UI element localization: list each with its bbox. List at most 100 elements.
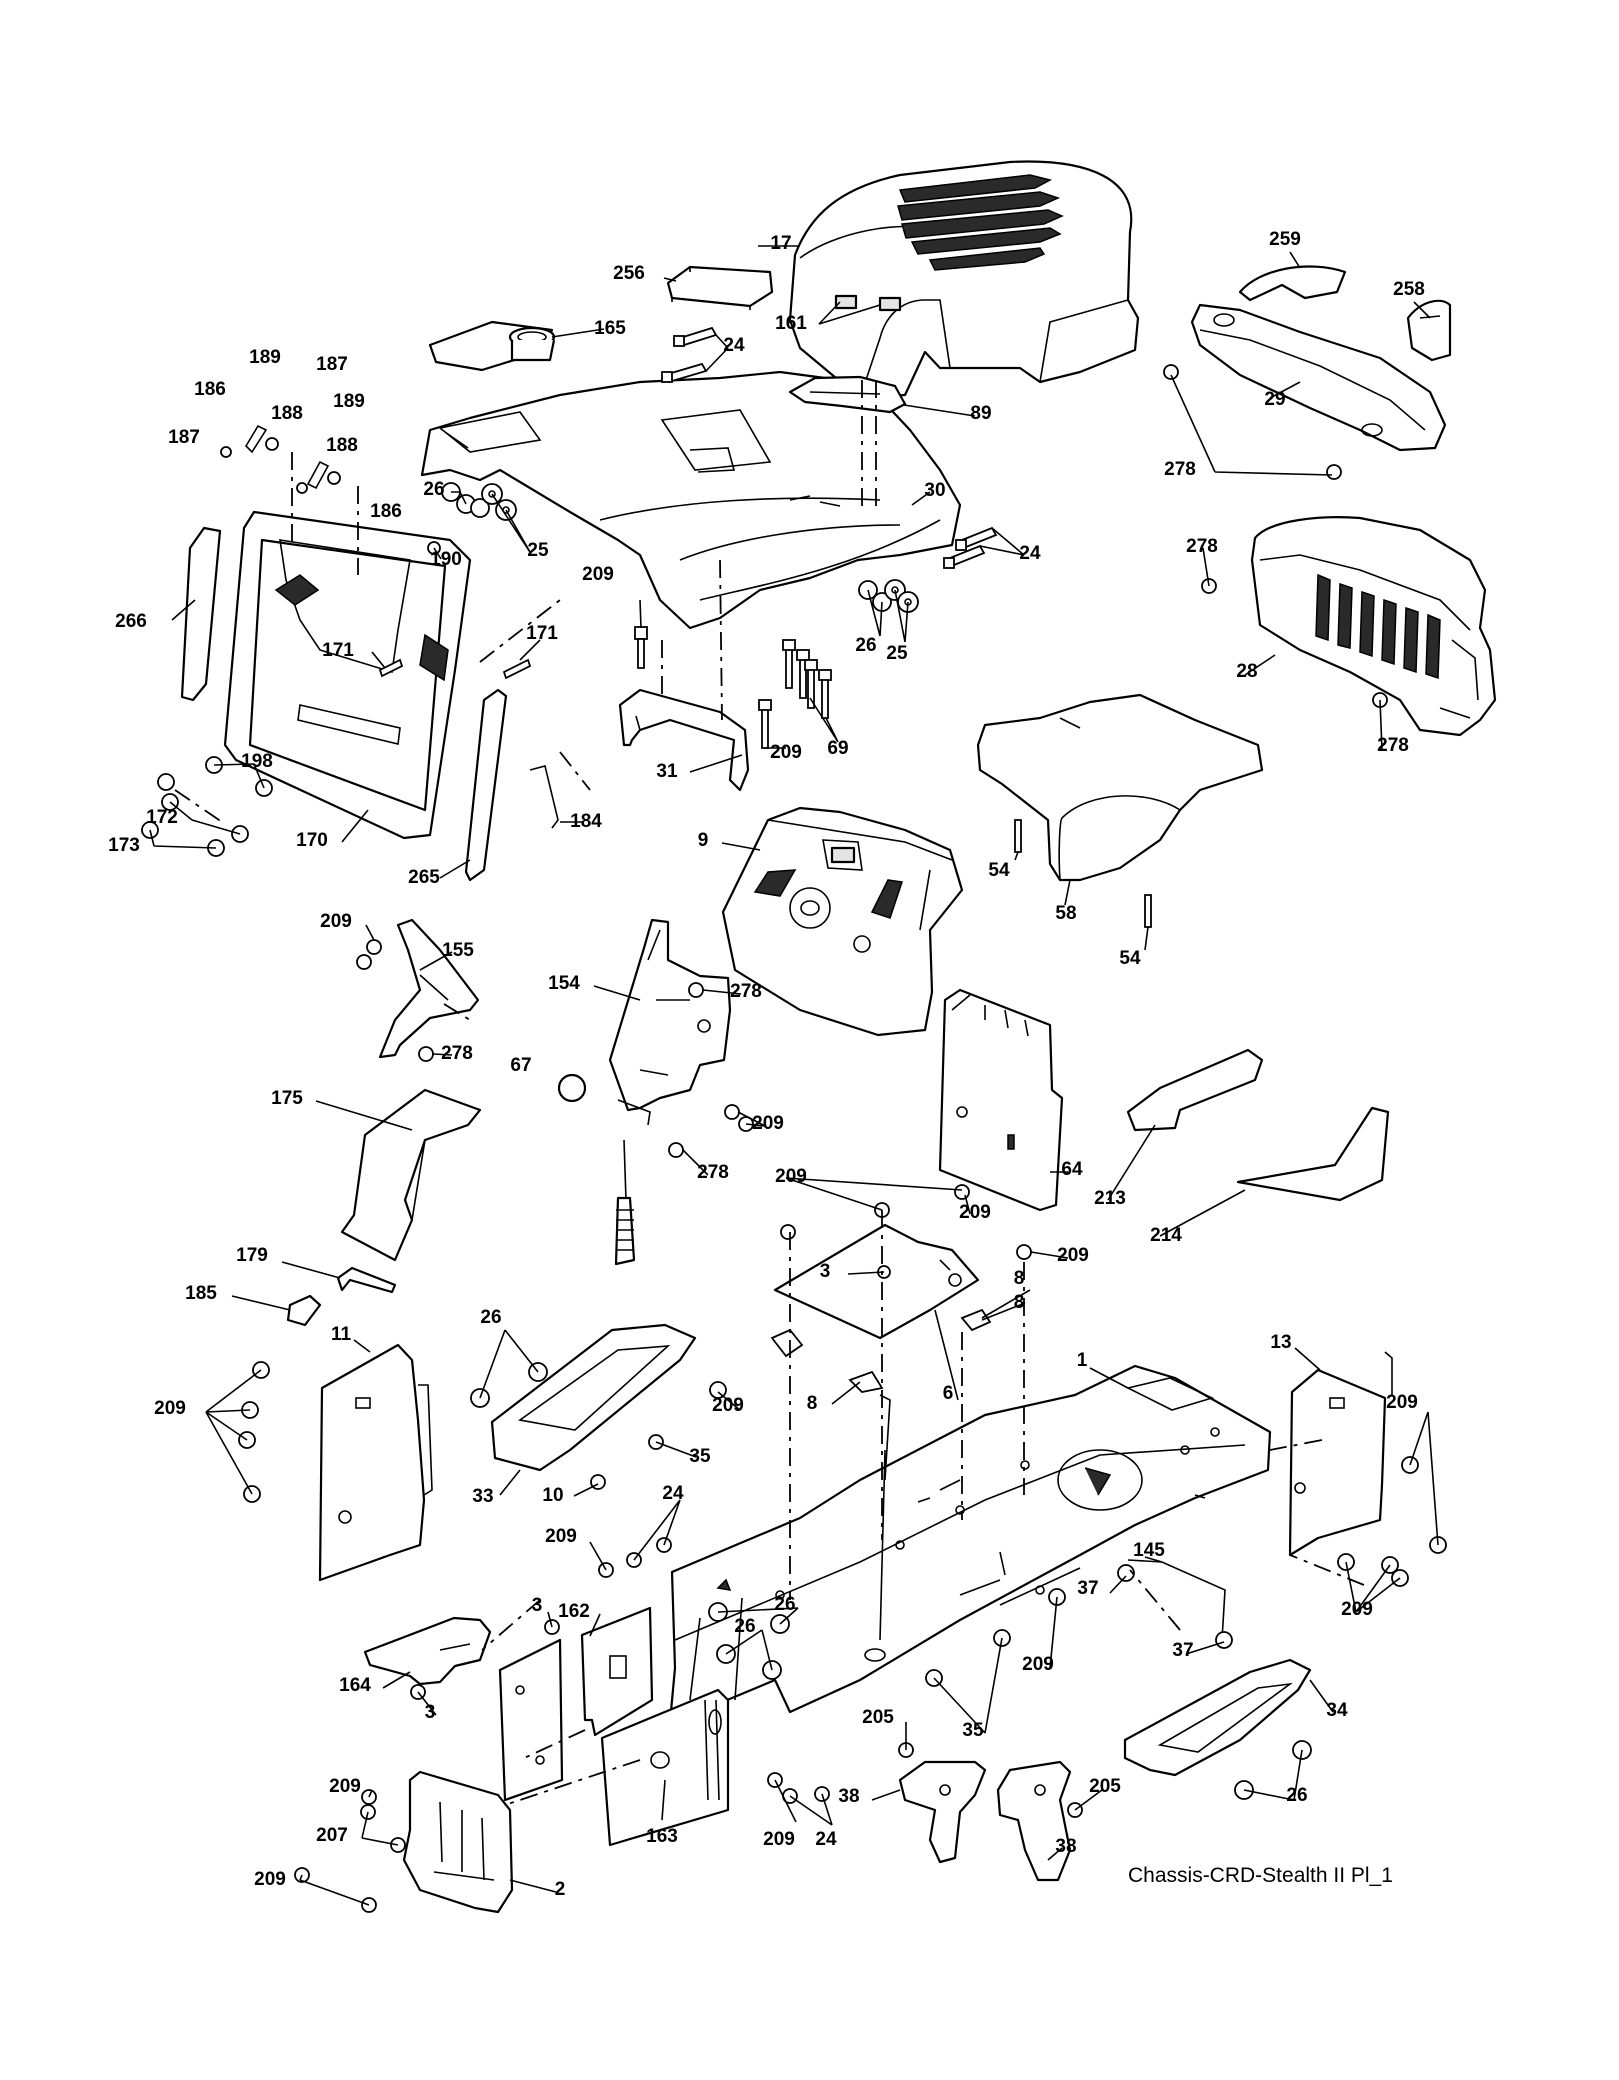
part-callout-c184: 184 — [570, 811, 602, 832]
part-callout-c278b: 278 — [1186, 536, 1218, 557]
part-callout-c189a: 189 — [249, 347, 281, 368]
plate-part-11 — [318, 1343, 433, 1582]
trim-part-259 — [1238, 265, 1347, 302]
part-callout-c209c: 209 — [320, 911, 352, 932]
part-callout-c278e: 278 — [441, 1043, 473, 1064]
part-callout-c209i: 209 — [1386, 1392, 1418, 1413]
part-callout-c29: 29 — [1264, 389, 1285, 410]
part-callout-c189b: 189 — [333, 391, 365, 412]
part-callout-c35a: 35 — [689, 1446, 711, 1467]
trim-part-258 — [1406, 299, 1452, 362]
part-callout-c26e: 26 — [734, 1616, 755, 1637]
cover-part-256 — [666, 265, 774, 310]
part-callout-c171a: 171 — [322, 640, 354, 661]
part-callout-c187a: 187 — [316, 354, 348, 375]
hood-vents — [897, 174, 1064, 271]
fender-part-30 — [420, 370, 962, 630]
part-callout-c26b: 26 — [855, 635, 876, 656]
part-callout-c24d: 24 — [815, 1829, 837, 1850]
plate-part-163 — [600, 1688, 730, 1847]
part-callout-c154: 154 — [548, 973, 580, 994]
part-callout-c145: 145 — [1133, 1540, 1165, 1561]
part-callout-c209e: 209 — [775, 1166, 807, 1187]
part-callout-c8b: 8 — [1014, 1292, 1025, 1313]
part-callout-c209n: 209 — [329, 1776, 361, 1797]
part-callout-c155: 155 — [442, 940, 474, 961]
plate-part-164 — [363, 1616, 492, 1686]
strip-part-266 — [180, 526, 222, 702]
part-callout-c58: 58 — [1055, 903, 1076, 924]
lever-part-154 — [608, 918, 732, 1266]
part-callout-c26a: 26 — [423, 479, 444, 500]
part-callout-c198: 198 — [241, 751, 273, 772]
plate-part-13 — [1288, 1351, 1393, 1557]
plate-part-6 — [773, 1223, 980, 1340]
part-callout-c265: 265 — [408, 867, 440, 888]
part-callout-c67: 67 — [510, 1055, 531, 1076]
cover-part-214 — [1236, 1106, 1390, 1202]
part-callout-c164: 164 — [339, 1675, 371, 1696]
part-callout-c207: 207 — [316, 1825, 348, 1846]
clip-part-8c — [960, 1308, 992, 1332]
part-callout-c25a: 25 — [527, 540, 549, 561]
part-callout-c172: 172 — [146, 807, 178, 828]
shield-part-175 — [340, 1088, 482, 1262]
part-callout-c209o: 209 — [763, 1829, 795, 1850]
part-callout-c13: 13 — [1270, 1332, 1291, 1353]
part-callout-c26c: 26 — [480, 1307, 501, 1328]
part-callout-c187b: 187 — [168, 427, 200, 448]
part-callout-c8a: 8 — [1014, 1268, 1025, 1289]
part-callout-c278c: 278 — [1377, 735, 1409, 756]
clip-part-8a — [770, 1328, 804, 1358]
part-callout-c89: 89 — [970, 403, 991, 424]
part-callout-c209l: 209 — [1022, 1654, 1054, 1675]
part-callout-c170: 170 — [296, 830, 328, 851]
plate-part-162 — [580, 1606, 654, 1737]
part-callout-c209j: 209 — [154, 1398, 186, 1419]
part-callout-c54b: 54 — [1119, 948, 1141, 969]
part-callout-c259: 259 — [1269, 229, 1301, 250]
part-callout-c37a: 37 — [1077, 1578, 1098, 1599]
part-callout-c64: 64 — [1061, 1159, 1083, 1180]
chassis-frame-part-1 — [668, 1364, 1272, 1724]
part-callout-c179: 179 — [236, 1245, 268, 1266]
part-callout-c205a: 205 — [862, 1707, 894, 1728]
part-callout-c266: 266 — [115, 611, 147, 632]
part-callout-c165: 165 — [594, 318, 626, 339]
part-callout-c25b: 25 — [886, 643, 908, 664]
plate-part-left-side — [498, 1638, 564, 1802]
bracket-part-155 — [378, 918, 480, 1059]
part-callout-c3a: 3 — [820, 1261, 831, 1282]
grille-part-29 — [1190, 303, 1447, 452]
part-callout-c171b: 171 — [526, 623, 558, 644]
part-callout-c278a: 278 — [1164, 459, 1196, 480]
part-callout-c162: 162 — [558, 1601, 590, 1622]
part-callout-c37b: 37 — [1172, 1640, 1193, 1661]
part-callout-c11: 11 — [331, 1324, 352, 1345]
seat-pan-part-58 — [976, 693, 1264, 882]
bracket-part-38a — [898, 1760, 987, 1864]
hood-part-17 — [788, 160, 1140, 400]
part-callout-c209d: 209 — [752, 1113, 784, 1134]
part-callout-c24b: 24 — [1019, 543, 1041, 564]
part-callout-c209h: 209 — [712, 1395, 744, 1416]
part-callout-c209b: 209 — [770, 742, 802, 763]
bracket-part-31 — [618, 688, 750, 792]
frame-panel-part-170 — [223, 510, 472, 840]
part-callout-c3b: 3 — [532, 1595, 543, 1616]
part-callout-c256: 256 — [613, 263, 645, 284]
part-callout-c188a: 188 — [271, 403, 303, 424]
part-callout-c209f: 209 — [959, 1202, 991, 1223]
part-callout-c9: 9 — [698, 830, 709, 851]
part-callout-c1: 1 — [1077, 1350, 1088, 1371]
part-callout-c69: 69 — [827, 738, 848, 759]
clip-part-8b — [848, 1370, 884, 1393]
part-callout-c38b: 38 — [1055, 1836, 1076, 1857]
part-callout-c209p: 209 — [254, 1869, 286, 1890]
part-callout-c24c: 24 — [662, 1483, 684, 1504]
part-callout-c30: 30 — [924, 480, 945, 501]
part-callout-c3c: 3 — [425, 1702, 436, 1723]
dash-console-part-9 — [721, 806, 964, 1037]
plate-part-2 — [402, 1770, 514, 1914]
